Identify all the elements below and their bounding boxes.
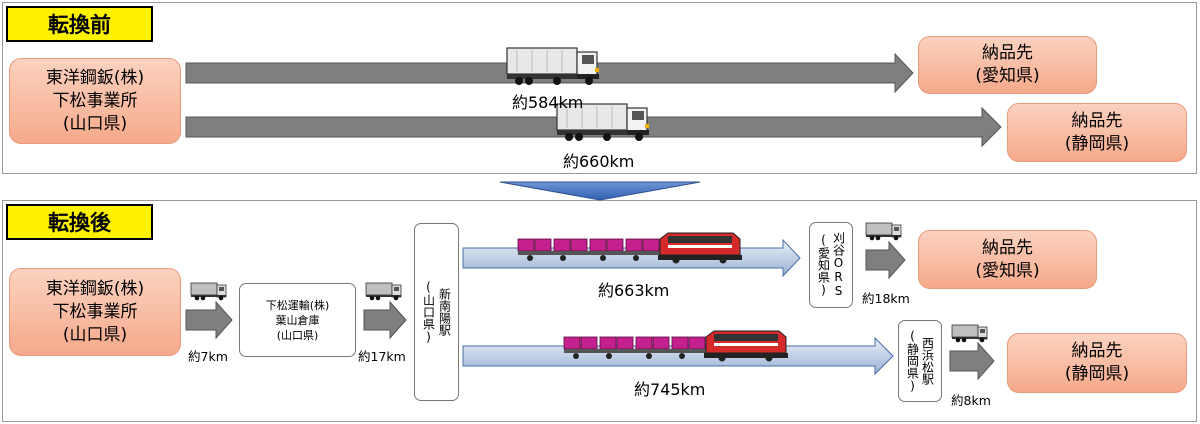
- dest-shizuoka-box: 納品先 (静岡県): [1007, 103, 1187, 162]
- before-tag: 転換前: [6, 6, 153, 42]
- dest-shizuoka-box: 納品先 (静岡県): [1007, 333, 1187, 393]
- warehouse-pref: (山口県): [276, 328, 319, 342]
- short-truck-arrow: [865, 240, 906, 280]
- dest-pref: (愛知県): [975, 260, 1040, 281]
- station-shin-nanyo-box: 新南陽駅 (山口県): [414, 223, 459, 401]
- station-pref: (愛知県): [816, 233, 831, 297]
- origin-box: 東洋鋼鈑(株) 下松事業所 (山口県): [9, 58, 181, 144]
- after-tag-label: 転換後: [48, 211, 111, 235]
- dest-aichi-box: 納品先 (愛知県): [918, 36, 1097, 94]
- transition-down-arrow: [499, 181, 701, 201]
- station-name: 西浜松駅: [920, 337, 935, 385]
- dest-label: 納品先: [1071, 341, 1123, 361]
- warehouse-company: 下松運輸(株): [265, 298, 330, 312]
- distance-label: 約7km: [188, 349, 228, 364]
- distance-label-shizuoka: 約660km: [563, 152, 635, 171]
- origin-pref: (山口県): [62, 113, 128, 134]
- dest-pref: (静岡県): [1064, 364, 1130, 384]
- station-pref: (静岡県): [905, 329, 920, 393]
- truck-icon: [365, 282, 402, 301]
- short-truck-arrow: [363, 300, 407, 340]
- dest-label: 納品先: [982, 237, 1033, 258]
- origin-site: 下松事業所: [52, 301, 138, 322]
- truck-icon: [951, 324, 988, 343]
- truck-icon: [865, 222, 902, 241]
- distance-label-aichi: 約584km: [512, 93, 584, 112]
- after-tag: 転換後: [6, 204, 153, 240]
- station-nishihamamatsu-box: 西浜松駅 (静岡県): [898, 320, 942, 402]
- dest-label: 納品先: [1071, 110, 1123, 131]
- station-name: 新南陽駅: [437, 288, 452, 336]
- station-pref: (山口県): [421, 280, 436, 344]
- dest-label: 納品先: [982, 43, 1033, 63]
- station-name: 刈谷ORS: [831, 232, 846, 298]
- warehouse-box: 下松運輸(株) 葉山倉庫 (山口県): [239, 283, 356, 357]
- distance-label: 約8km: [951, 393, 991, 408]
- rail-distance-label-shizuoka: 約745km: [634, 380, 706, 399]
- origin-company: 東洋鋼鈑(株): [45, 278, 145, 299]
- dest-pref: (静岡県): [1064, 133, 1130, 154]
- origin-company: 東洋鋼鈑(株): [45, 67, 145, 88]
- short-truck-arrow: [949, 341, 995, 381]
- rail-distance-label-aichi: 約663km: [598, 281, 670, 300]
- distance-label: 約17km: [358, 349, 406, 364]
- before-tag-label: 転換前: [48, 13, 111, 37]
- truck-icon: [190, 282, 227, 301]
- distance-label: 約18km: [862, 291, 910, 306]
- origin-site: 下松事業所: [52, 90, 138, 111]
- warehouse-name: 葉山倉庫: [275, 313, 320, 327]
- origin-box: 東洋鋼鈑(株) 下松事業所 (山口県): [9, 268, 181, 356]
- dest-aichi-box: 納品先 (愛知県): [918, 230, 1097, 289]
- station-kariya-box: 刈谷ORS (愛知県): [809, 222, 853, 308]
- origin-pref: (山口県): [62, 324, 128, 345]
- short-truck-arrow: [185, 300, 233, 340]
- dest-pref: (愛知県): [975, 66, 1040, 86]
